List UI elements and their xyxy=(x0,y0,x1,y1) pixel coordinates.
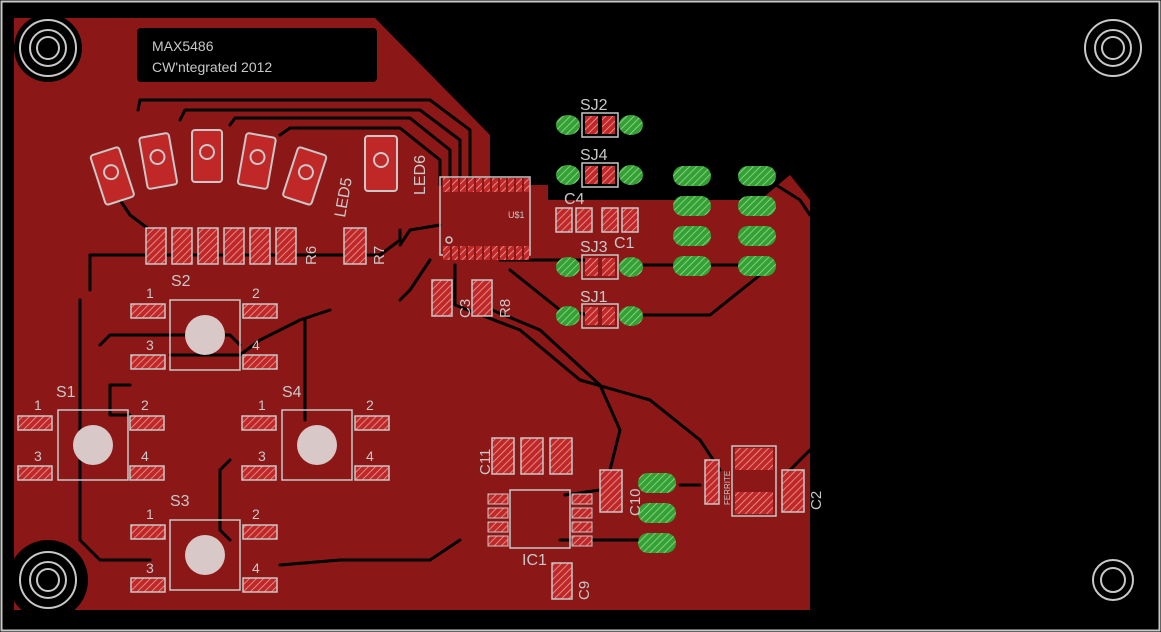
label-c11: C11 xyxy=(477,449,494,475)
switch-s1: S1 1 2 3 4 xyxy=(17,384,165,481)
led-2 xyxy=(138,132,178,190)
pin-1: 1 xyxy=(34,397,42,413)
mounting-hole-top-right xyxy=(1084,19,1142,77)
cap-c9 xyxy=(551,562,573,600)
pin-3: 3 xyxy=(146,560,154,576)
led-5 xyxy=(282,146,328,206)
pin-3: 3 xyxy=(258,448,266,464)
pin-1: 1 xyxy=(146,506,154,522)
label-sj3: SJ3 xyxy=(580,239,608,256)
led-1 xyxy=(89,146,135,206)
label-c9: C9 xyxy=(576,581,593,600)
label-sj1: SJ1 xyxy=(580,289,608,306)
label-led6: LED6 xyxy=(412,155,429,195)
title-block: MAX5486 CW'ntegrated 2012 xyxy=(137,28,377,82)
switch-s4: S4 1 2 3 4 xyxy=(241,384,390,481)
solder-jumper-sj4: SJ4 xyxy=(556,147,643,188)
cap-c1 xyxy=(601,207,639,233)
header-pads xyxy=(638,166,776,553)
label-sj2: SJ2 xyxy=(580,97,608,114)
cap-c11 xyxy=(491,437,515,475)
cap-c2 xyxy=(781,469,805,513)
led-3 xyxy=(191,129,223,183)
inductor-large xyxy=(731,445,777,517)
label-c10: C10 xyxy=(627,488,644,516)
mounting-hole-bottom-left xyxy=(8,540,88,620)
label-c4: C4 xyxy=(564,191,585,208)
mounting-hole-bottom-right xyxy=(1092,559,1134,601)
cap-c13 xyxy=(549,437,573,475)
label-r7: R7 xyxy=(371,246,388,265)
label-r8: R8 xyxy=(497,299,514,318)
label-u1: U$1 xyxy=(508,210,525,220)
mounting-hole-top-left xyxy=(14,14,82,82)
led-6 xyxy=(364,135,398,192)
pin-2: 2 xyxy=(252,506,260,522)
pin-4: 4 xyxy=(366,448,374,464)
pin-1: 1 xyxy=(146,285,154,301)
label-s2: S2 xyxy=(171,273,191,290)
title-line-2: CW'ntegrated 2012 xyxy=(152,59,272,75)
solder-jumper-sj2: SJ2 xyxy=(556,97,643,138)
label-r6: R6 xyxy=(303,246,320,265)
pin-4: 4 xyxy=(141,448,149,464)
label-ic1: IC1 xyxy=(522,552,547,569)
label-s1: S1 xyxy=(56,384,76,401)
label-c1: C1 xyxy=(614,235,635,252)
pin-2: 2 xyxy=(141,397,149,413)
led-group: LED5 LED6 xyxy=(89,129,429,219)
switch-s3: S3 1 2 3 4 xyxy=(130,493,278,593)
pin-4: 4 xyxy=(252,560,260,576)
pin-3: 3 xyxy=(34,448,42,464)
pin-2: 2 xyxy=(366,397,374,413)
label-sj4: SJ4 xyxy=(580,147,608,164)
pin-4: 4 xyxy=(252,337,260,353)
cap-c3 xyxy=(431,279,453,317)
resistor-r8 xyxy=(471,279,493,317)
solder-jumper-sj1: SJ1 xyxy=(556,289,643,329)
label-s4: S4 xyxy=(282,384,302,401)
label-s3: S3 xyxy=(170,493,190,510)
label-led5: LED5 xyxy=(332,176,356,218)
label-c3: C3 xyxy=(457,299,474,318)
label-ferrite: FERRITE xyxy=(723,471,732,505)
led-4 xyxy=(237,132,277,190)
trace-isolation xyxy=(78,98,812,567)
solder-jumper-sj3: SJ3 xyxy=(556,239,643,280)
pin-3: 3 xyxy=(146,337,154,353)
ferrite-bead: FERRITE xyxy=(704,459,732,505)
cap-c10 xyxy=(599,469,623,513)
resistor-row: R6 R7 xyxy=(145,227,388,265)
switch-s2: S2 1 2 3 4 xyxy=(130,273,278,371)
pin-2: 2 xyxy=(252,285,260,301)
cap-c12 xyxy=(520,437,544,475)
label-c2: C2 xyxy=(808,491,825,510)
pin-1: 1 xyxy=(258,397,266,413)
ic1: IC1 xyxy=(487,489,593,569)
chip-u1: U$1 xyxy=(439,176,531,260)
cap-c4 xyxy=(555,207,593,233)
title-line-1: MAX5486 xyxy=(152,38,214,54)
